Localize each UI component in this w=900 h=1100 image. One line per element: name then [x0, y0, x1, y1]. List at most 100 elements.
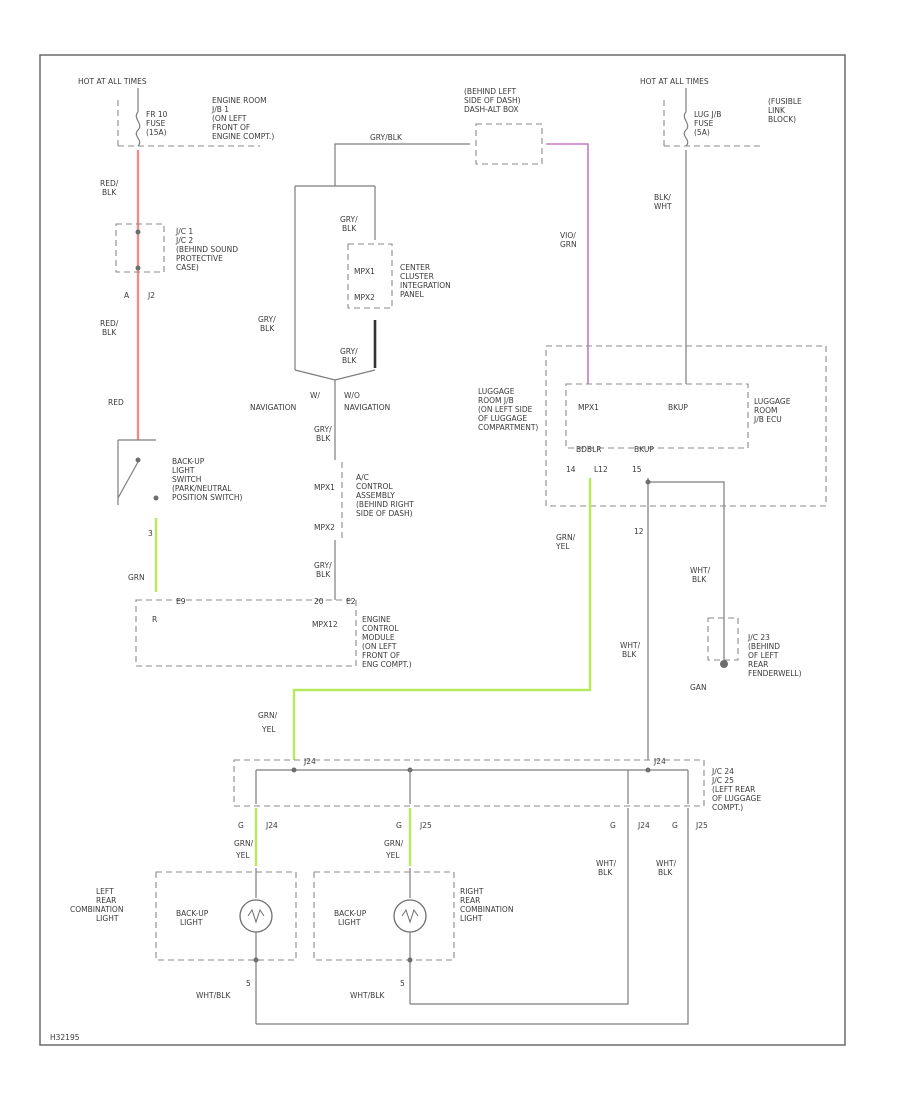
engine-jb-3: (ON LEFT — [212, 114, 247, 123]
pin-e2: E2 — [346, 597, 356, 606]
ac-2: CONTROL — [356, 482, 393, 491]
pin-g-4: G — [672, 821, 678, 830]
w-nav-2: NAVIGATION — [250, 403, 296, 412]
diagram-frame — [39, 54, 846, 1046]
wire-grn-yel-4a: GRN/ — [384, 839, 404, 848]
jc1-5: CASE) — [176, 263, 199, 272]
wire-gry-blk-d1: GRY/ — [314, 425, 332, 434]
fuse-left-label-2: FUSE — [146, 119, 166, 128]
wire-vio-grn-b: GRN — [560, 240, 577, 249]
jc23-2: (BEHIND — [748, 642, 780, 651]
right-lamp-1: RIGHT — [460, 887, 484, 896]
bus-pin-j24-b: J24 — [653, 757, 666, 766]
lug-ecu-3: J/B ECU — [753, 415, 782, 424]
jc23-5: FENDERWELL) — [748, 669, 802, 678]
right-lamp-3: COMBINATION — [460, 905, 513, 914]
pin-j24-1: J24 — [265, 821, 278, 830]
pin-5-left: 5 — [246, 979, 251, 988]
wire-red-blk-1a: RED/ — [100, 179, 119, 188]
jc1-2: J/C 2 — [175, 236, 193, 245]
hot-label-right: HOT AT ALL TIMES — [640, 77, 709, 86]
switch-1: BACK-UP — [172, 457, 205, 466]
right-lamp-4: LIGHT — [460, 914, 483, 923]
pin-e9: E9 — [176, 597, 186, 606]
wire-wht-blk-b2: WHT/BLK — [350, 991, 385, 1000]
wire-gry-blk-c2: BLK — [342, 356, 357, 365]
backup-light-right-2: LIGHT — [338, 918, 361, 927]
wire-wht-blk-1b: BLK — [622, 650, 637, 659]
lug-jb-1: LUGGAGE — [478, 387, 515, 396]
engine-jb-5: ENGINE COMPT.) — [212, 132, 274, 141]
pin-3: 3 — [148, 529, 153, 538]
fusible-1: (FUSIBLE — [768, 97, 802, 106]
wire-gry-blk-b1: GRY/ — [258, 315, 276, 324]
left-bulb-icon — [239, 899, 273, 933]
wire-vio-grn-a: VIO/ — [560, 231, 576, 240]
wire-red-blk-2b: BLK — [102, 328, 117, 337]
wo-nav-1: W/O — [344, 391, 360, 400]
diagram-code: H32195 — [50, 1033, 80, 1042]
right-lamp-2: REAR — [460, 896, 480, 905]
jc23-4: REAR — [748, 660, 768, 669]
left-lamp-1: LEFT — [96, 887, 114, 896]
switch-4: (PARK/NEUTRAL — [172, 484, 232, 493]
bus-pin-j24: J24 — [303, 757, 316, 766]
pin-g-3: G — [610, 821, 616, 830]
violet-wire — [546, 143, 589, 384]
switch-2: LIGHT — [172, 466, 195, 475]
bkup-pin-e: 12 — [634, 527, 644, 536]
wo-nav-2: NAVIGATION — [344, 403, 390, 412]
jc1-1: J/C 1 — [175, 227, 193, 236]
wire-grn-yel-4b: YEL — [385, 851, 400, 860]
lug-jb-2: ROOM J/B — [478, 396, 514, 405]
lug-jb-5: COMPARTMENT) — [478, 423, 538, 432]
ecm-6: ENG COMPT.) — [362, 660, 412, 669]
jc24-4: OF LUGGAGE — [712, 794, 761, 803]
jc24-3: (LEFT REAR — [712, 785, 755, 794]
wire-wht-blk-1a: WHT/ — [620, 641, 641, 650]
wire-grn-yel-1a: GRN/ — [556, 533, 576, 542]
fusible-2: LINK — [768, 106, 786, 115]
cluster-2: CLUSTER — [400, 272, 434, 281]
w-nav-1: W/ — [310, 391, 320, 400]
green-wire-luggage — [292, 478, 592, 760]
fuse-left-icon — [135, 111, 141, 147]
pin-j2: J2 — [147, 291, 155, 300]
lug-mpx1: MPX1 — [578, 403, 599, 412]
switch-3: SWITCH — [172, 475, 201, 484]
ac-mpx1: MPX1 — [314, 483, 335, 492]
pin-g-2: G — [396, 821, 402, 830]
cluster-1: CENTER — [400, 263, 430, 272]
hot-label-left: HOT AT ALL TIMES — [78, 77, 147, 86]
ecm-4: (ON LEFT — [362, 642, 397, 651]
left-lamp-4: LIGHT — [96, 914, 119, 923]
ac-1: A/C — [356, 473, 369, 482]
pin-20: 20 — [314, 597, 324, 606]
wire-gry-blk-a2: BLK — [342, 224, 357, 233]
ecm-3: MODULE — [362, 633, 395, 642]
pin-a: A — [124, 291, 130, 300]
dash-conn-3: DASH-ALT BOX — [464, 105, 519, 114]
wire-gry-blk-e2: BLK — [316, 570, 331, 579]
cluster-4: PANEL — [400, 290, 425, 299]
wire-wht-blk-3a: WHT/ — [596, 859, 617, 868]
switch-5: POSITION SWITCH) — [172, 493, 242, 502]
jc23-1: J/C 23 — [747, 633, 770, 642]
ac-mpx2: MPX2 — [314, 523, 335, 532]
jc24-2: J/C 25 — [711, 776, 734, 785]
fusible-3: BLOCK) — [768, 115, 796, 124]
wire-wht-blk-b1: WHT/BLK — [196, 991, 231, 1000]
dash-conn-2: SIDE OF DASH) — [464, 96, 521, 105]
fuse-right-icon — [683, 111, 689, 147]
lug-pin-c: 15 — [632, 465, 642, 474]
wire-wht-blk-3b: BLK — [598, 868, 613, 877]
dash-conn-1: (BEHIND LEFT — [464, 87, 517, 96]
wire-gry-blk-a1: GRY/ — [340, 215, 358, 224]
wire-wht-blk-2b: BLK — [692, 575, 707, 584]
lug-jb-4: OF LUGGAGE — [478, 414, 527, 423]
wire-gry-blk-d2: BLK — [316, 434, 331, 443]
wire-gry-blk-top: GRY/BLK — [370, 133, 403, 142]
fuse-right-1: LUG J/B — [694, 110, 721, 119]
ecm-mpx12: MPX12 — [312, 620, 338, 629]
pin-j25-1: J25 — [419, 821, 432, 830]
